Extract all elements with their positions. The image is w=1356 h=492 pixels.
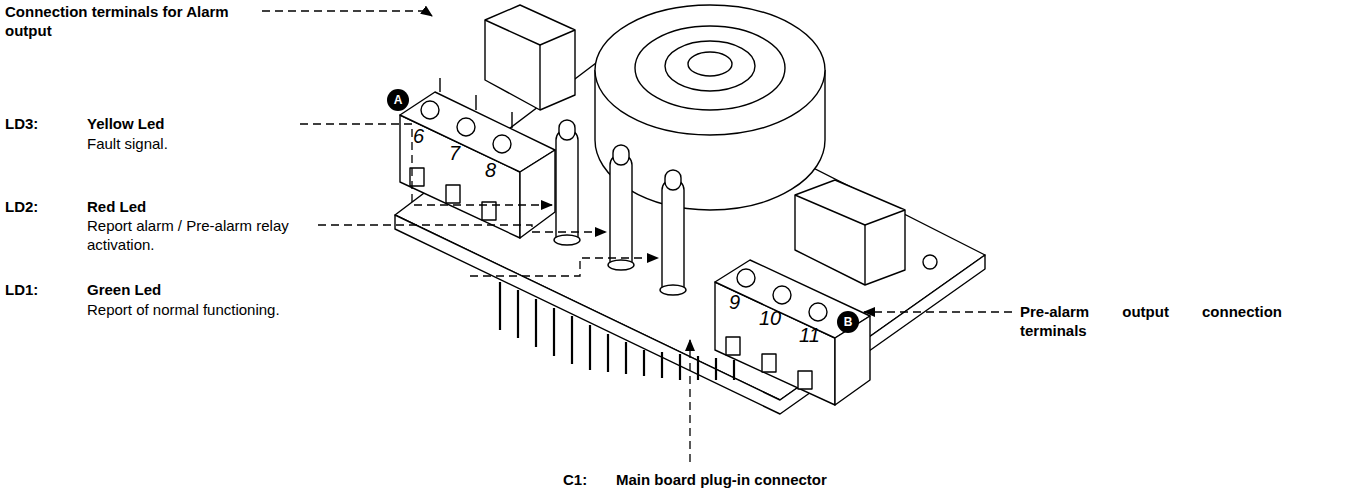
- led-function: Fault signal.: [87, 134, 168, 153]
- led-id: LD2:: [5, 197, 38, 216]
- leader-line: [689, 340, 690, 462]
- mounting-hole: [923, 255, 937, 269]
- connector-name: Main board plug-in connector: [616, 470, 827, 489]
- callout-letter: A: [392, 92, 404, 108]
- terminal-number: 8: [485, 158, 496, 182]
- callout-text: Pre-alarm output connection terminals: [1020, 302, 1282, 340]
- relay: [485, 5, 575, 110]
- leader-line: [318, 225, 606, 232]
- led-function: Report of normal functioning.: [87, 300, 280, 319]
- led-id: LD3:: [5, 114, 38, 133]
- callout-text: Connection terminals for Alarm output: [5, 2, 267, 40]
- led-yellow: [554, 120, 580, 245]
- terminal-block: [715, 260, 870, 405]
- terminal-block: [400, 78, 555, 238]
- leader-line: [864, 311, 1012, 312]
- callout-letter: B: [842, 314, 854, 330]
- led-green: [660, 170, 686, 295]
- led-red: [608, 145, 634, 270]
- relay: [795, 180, 905, 285]
- led-name: Yellow Led: [87, 114, 165, 133]
- terminal-number: 10: [759, 306, 781, 330]
- callout-circle: [837, 311, 859, 333]
- terminal-number: 7: [449, 141, 460, 165]
- leader-line: [262, 11, 432, 16]
- terminal-number: 6: [413, 124, 424, 148]
- leader-line: [470, 258, 658, 276]
- led-function: Report alarm / Pre-alarm relay activatio…: [87, 216, 315, 254]
- callout-circle: [387, 89, 409, 111]
- connector-pins: [500, 282, 734, 380]
- led-name: Red Led: [87, 197, 146, 216]
- leader-line: [300, 124, 552, 205]
- led-name: Green Led: [87, 280, 161, 299]
- led-id: LD1:: [5, 280, 38, 299]
- connector-id: C1:: [563, 470, 587, 489]
- terminal-number: 9: [729, 290, 740, 314]
- terminal-number: 11: [799, 323, 820, 347]
